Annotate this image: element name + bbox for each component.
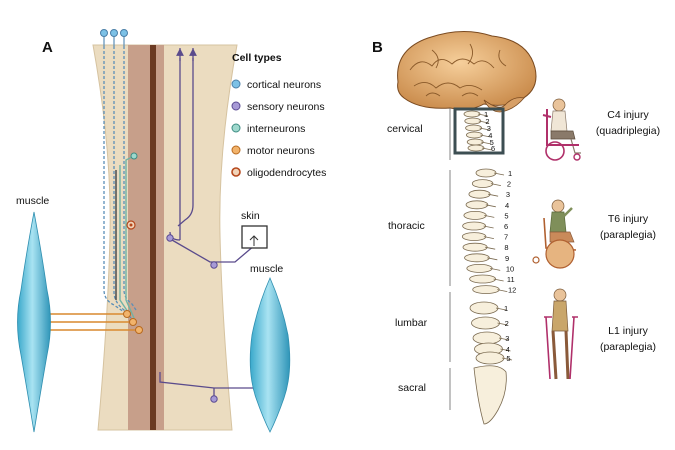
thoracic-number: 9 <box>505 254 509 263</box>
cortical-neuron-somas <box>100 29 128 46</box>
panel-b-letter: B <box>372 39 383 56</box>
thoracic-vertebra <box>462 221 487 231</box>
thoracic-vertebra <box>466 263 493 273</box>
cervical-number: 5 <box>490 138 494 147</box>
legend-label-cortical: cortical neurons <box>247 79 321 91</box>
cervical-vertebra <box>467 144 485 152</box>
injury-c4-desc: (quadriplegia) <box>596 125 660 137</box>
lumbar-number: 2 <box>505 319 509 328</box>
thoracic-number: 11 <box>507 275 515 284</box>
cervical-number: 4 <box>488 131 492 140</box>
legend-item-sensory: sensory neurons <box>231 101 325 113</box>
lumbar-vertebra <box>471 316 500 330</box>
legend-swatch-oligodendrocytes <box>231 167 241 177</box>
thoracic-vertebra <box>468 189 491 199</box>
thoracic-number: 8 <box>504 243 508 252</box>
muscle-left-label: muscle <box>16 195 49 207</box>
region-label-lumbar: lumbar <box>395 317 428 329</box>
skin-label: skin <box>241 210 260 222</box>
region-label-thoracic: thoracic <box>388 220 425 232</box>
person-crutches-l1-icon <box>544 288 578 380</box>
legend-item-interneurons: interneurons <box>231 123 305 135</box>
muscle-left <box>17 211 51 433</box>
legend-swatch-interneurons <box>231 123 241 133</box>
brain <box>397 30 537 113</box>
thoracic-vertebra <box>461 232 487 242</box>
region-label-sacral: sacral <box>398 382 426 394</box>
injury-l1-title: L1 injury <box>608 325 648 337</box>
thoracic-number: 3 <box>506 190 510 199</box>
legend-item-oligodendrocytes: oligodendrocytes <box>231 167 326 179</box>
thoracic-number: 2 <box>507 180 511 189</box>
motor-neurons <box>43 310 143 334</box>
lumbar-number: 3 <box>505 334 509 343</box>
muscle-right-label: muscle <box>250 263 283 275</box>
thoracic-number: 1 <box>508 169 512 178</box>
thoracic-vertebra <box>472 285 500 295</box>
cervical-vertebra <box>464 117 482 125</box>
cervical-vertebra <box>465 124 483 132</box>
cervical-number: 6 <box>491 144 495 153</box>
cervical-number: 3 <box>487 124 491 133</box>
thoracic-number: 4 <box>505 201 509 210</box>
oligodendrocyte <box>126 220 136 230</box>
legend-item-motor: motor neurons <box>231 145 315 157</box>
lumbar-vertebra <box>475 351 505 365</box>
legend-item-cortical: cortical neurons <box>231 79 321 91</box>
cervical-vertebra <box>465 131 483 139</box>
sacrum <box>473 365 507 425</box>
legend-title: Cell types <box>232 52 282 64</box>
legend-swatch-sensory <box>231 101 241 111</box>
thoracic-number: 10 <box>506 264 514 273</box>
lumbar-vertebra <box>469 301 499 315</box>
thoracic-vertebra <box>471 179 494 189</box>
person-wheelchair-t6-icon <box>532 199 577 269</box>
thoracic-vertebra <box>463 210 487 220</box>
cell-types-legend: Cell types cortical neurons sensory neur… <box>231 52 326 179</box>
lumbar-number: 5 <box>506 354 510 363</box>
cervical-vertebra <box>463 110 481 118</box>
legend-label-interneurons: interneurons <box>247 123 305 135</box>
sensory-neuron-somas <box>166 234 218 403</box>
thoracic-number: 12 <box>508 286 516 295</box>
thoracic-vertebra <box>469 274 497 284</box>
panel-a-letter: A <box>42 39 53 56</box>
interneuron <box>119 152 138 319</box>
thoracic-vertebra <box>475 168 497 178</box>
legend-label-sensory: sensory neurons <box>247 101 325 113</box>
sensory-ascending-arrows <box>179 48 194 62</box>
legend-label-motor: motor neurons <box>247 145 315 157</box>
injury-c4-title: C4 injury <box>607 109 649 121</box>
legend-swatch-motor <box>231 145 241 155</box>
skin-receptor <box>241 225 268 249</box>
thoracic-number: 6 <box>504 222 508 231</box>
thoracic-vertebra <box>464 253 490 263</box>
thoracic-number: 5 <box>504 211 508 220</box>
lumbar-number: 4 <box>506 345 510 354</box>
lumbar-vertebra <box>472 331 502 345</box>
central-canal <box>150 45 156 430</box>
thoracic-number: 7 <box>504 233 508 242</box>
thoracic-vertebra <box>465 200 489 210</box>
cervical-number: 2 <box>485 117 489 126</box>
cervical-highlight-box <box>453 107 505 155</box>
injury-t6-title: T6 injury <box>608 213 649 225</box>
thoracic-vertebra <box>462 242 488 252</box>
spinal-column <box>461 110 513 425</box>
injury-t6-desc: (paraplegia) <box>600 229 656 241</box>
cervical-vertebra <box>466 138 484 146</box>
legend-label-oligodendrocytes: oligodendrocytes <box>247 167 326 179</box>
panel-b: B cervical thoracic lumbar sacral 123456… <box>372 30 660 425</box>
muscle-right <box>249 277 291 433</box>
cervical-number: 1 <box>484 110 488 119</box>
injury-l1-desc: (paraplegia) <box>600 341 656 353</box>
grey-matter <box>128 45 164 430</box>
legend-swatch-cortical <box>231 79 241 89</box>
person-wheelchair-c4-icon <box>542 98 581 161</box>
region-label-cervical: cervical <box>387 123 423 135</box>
lumbar-number: 1 <box>504 304 508 313</box>
panel-a: A <box>16 29 326 433</box>
